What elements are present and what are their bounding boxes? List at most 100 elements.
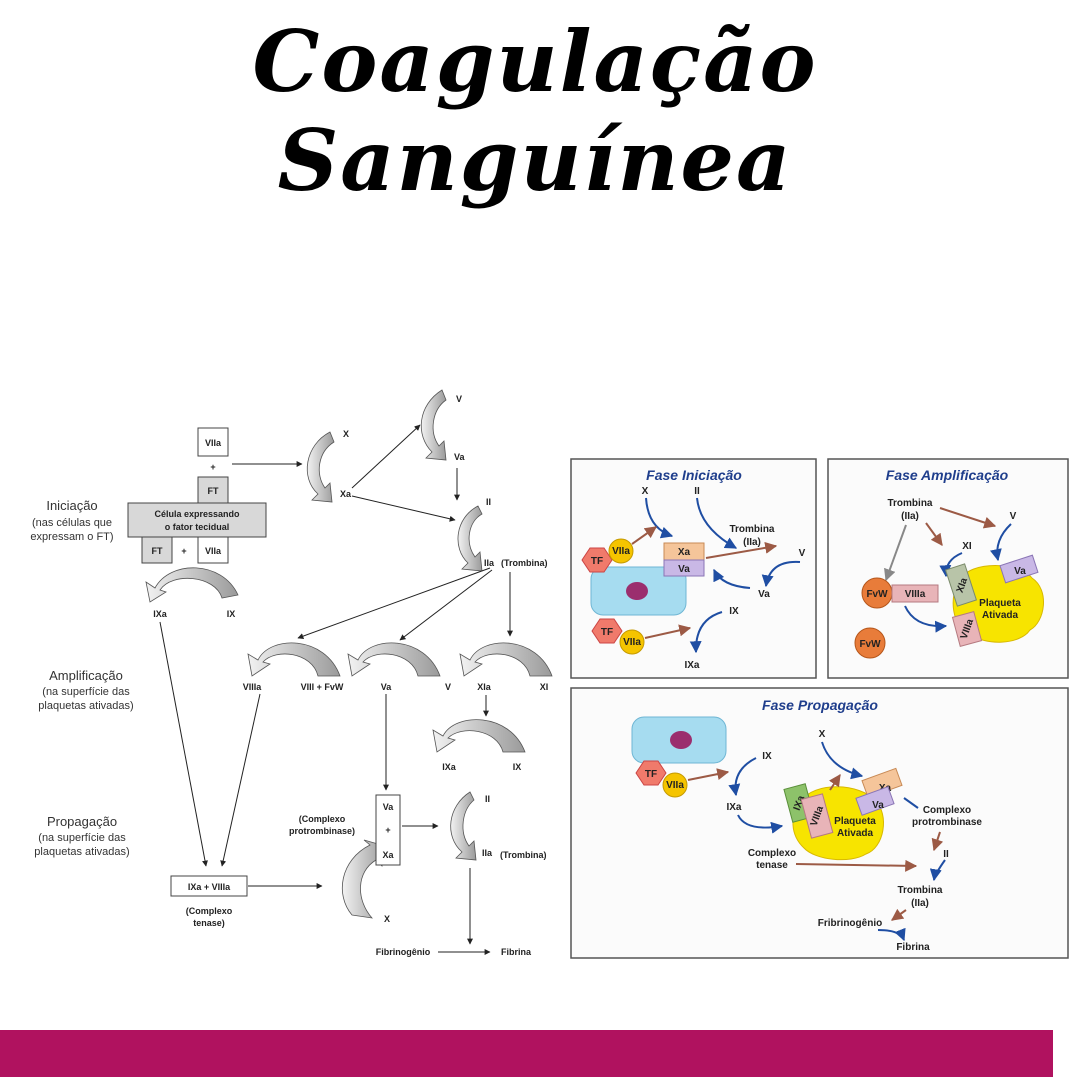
ii-label: II — [485, 794, 490, 804]
phase-iniciacao-label: Iniciação — [46, 498, 97, 513]
viia-marker — [662, 772, 688, 798]
iia-label: IIa — [484, 558, 495, 568]
phase-propagacao-label: Propagação — [47, 814, 117, 829]
ii-activation-arrow — [457, 505, 483, 572]
page-title: Coagulação Sanguínea — [252, 12, 818, 210]
ii-label: II — [943, 849, 949, 860]
plus-label: + — [210, 462, 215, 472]
flowchart: Iniciação (nas células que expressam o F… — [30, 389, 553, 957]
complexo-tenase-label: (Complexo — [186, 906, 233, 916]
tf-label: TF — [591, 556, 603, 567]
tf-marker — [635, 760, 667, 786]
tf-label: TF — [645, 769, 657, 780]
ix-label: IX — [729, 606, 739, 617]
xia-label: XIa — [477, 682, 492, 692]
va-label: Va — [872, 800, 884, 811]
plaqueta-label: Ativada — [982, 610, 1019, 621]
xa-label: Xa — [340, 489, 352, 499]
viia-label: VIIa — [623, 637, 641, 648]
xa-label: Xa — [678, 547, 691, 558]
v-label: V — [445, 682, 451, 692]
viiia-marker — [951, 611, 983, 647]
ix-activation-arrow — [145, 567, 239, 603]
ixa-label: IXa — [726, 802, 741, 813]
phase-amplificacao-desc: plaquetas ativadas) — [38, 700, 133, 712]
fibrina-label: Fibrina — [501, 947, 532, 957]
ii-label: II — [486, 497, 491, 507]
viia-box — [197, 536, 229, 564]
ft-box — [141, 536, 173, 564]
ft-label: FT — [152, 546, 163, 556]
fvw-label: FvW — [866, 589, 888, 600]
tenase-label: IXa + VIIIa — [188, 882, 231, 892]
ixa-label: IXa — [442, 762, 457, 772]
fvw-marker — [854, 627, 886, 659]
plaqueta-label: Ativada — [837, 828, 874, 839]
complexo-tenase-label: Complexo — [748, 848, 796, 859]
arrow — [351, 424, 421, 489]
viiia-label: VIIIa — [905, 589, 926, 600]
panel-fase-propagacao: Fase Propagação TF VIIa IX IXa X Plaquet… — [570, 687, 1069, 959]
ix-label: IX — [227, 609, 236, 619]
ix-label: IX — [513, 762, 522, 772]
trombina-label: (Trombina) — [501, 558, 548, 568]
cell-box-label: Célula expressando — [154, 509, 240, 519]
va-label: Va — [454, 452, 466, 462]
va-label: Va — [381, 682, 393, 692]
tenase-box — [170, 875, 248, 897]
phase-amplificacao-label: Amplificação — [49, 668, 123, 683]
tf-marker — [581, 547, 613, 573]
arrow — [399, 569, 493, 641]
trombina-label: Trombina — [887, 498, 932, 509]
ix-activation-arrow — [432, 719, 526, 753]
complexo-tenase-label: tenase) — [193, 918, 225, 928]
v-label: V — [456, 394, 462, 404]
x-label: X — [819, 729, 826, 740]
panel-title: Fase Iniciação — [646, 467, 742, 483]
ix-label: IX — [762, 751, 772, 762]
fvw-label: FvW — [859, 639, 881, 650]
xi-label: XI — [962, 541, 972, 552]
xa-label: Xa — [382, 850, 394, 860]
plus-label: + — [181, 546, 186, 556]
complexo-protrombinase-label: protrombinase) — [289, 826, 355, 836]
va-label: Va — [678, 564, 690, 575]
arrow — [220, 693, 261, 867]
trombina-label: Trombina — [729, 524, 774, 535]
viia-label: VIIa — [205, 438, 222, 448]
x-label: X — [343, 429, 349, 439]
va-label: Va — [383, 802, 395, 812]
panel-fase-amplificacao: Fase Amplificação Trombina (IIa) V XI Pl… — [827, 458, 1069, 679]
nucleus — [626, 582, 648, 600]
complexo-protrombinase-label: protrombinase — [912, 817, 982, 828]
xia-label: XIa — [955, 576, 971, 594]
iia-label: (IIa) — [911, 898, 929, 909]
arrow — [159, 621, 208, 867]
xi-label: XI — [540, 682, 549, 692]
panel-title: Fase Amplificação — [886, 467, 1009, 483]
ixa-label: IXa — [684, 660, 699, 671]
complexo-protrombinase-label: Complexo — [923, 805, 971, 816]
viii-fvw-label: VIII + FvW — [301, 682, 344, 692]
iia-label: (IIa) — [901, 511, 919, 522]
footer-bar — [0, 1030, 1053, 1077]
x-activation-arrow — [306, 431, 335, 503]
trombina-label: Trombina — [897, 885, 942, 896]
viia-marker — [619, 629, 645, 655]
va-label: Va — [1014, 566, 1026, 577]
iia-label: IIa — [482, 848, 493, 858]
viia-label: VIIa — [612, 546, 630, 557]
va-marker — [999, 554, 1039, 584]
viia-box — [197, 427, 229, 457]
ft-label: FT — [208, 486, 219, 496]
v-activation-arrow — [347, 642, 441, 677]
viia-marker — [608, 538, 634, 564]
fibrinogenio-label: Fribrinogênio — [818, 918, 882, 929]
panel-fase-iniciacao: Fase Iniciação X II Trombina (IIa) V Va … — [570, 458, 817, 679]
trombina-label: (Trombina) — [500, 850, 547, 860]
fibrinogenio-label: Fibrinogênio — [376, 947, 431, 957]
tf-marker — [591, 618, 623, 644]
nucleus — [670, 731, 692, 749]
arrow — [351, 495, 456, 522]
